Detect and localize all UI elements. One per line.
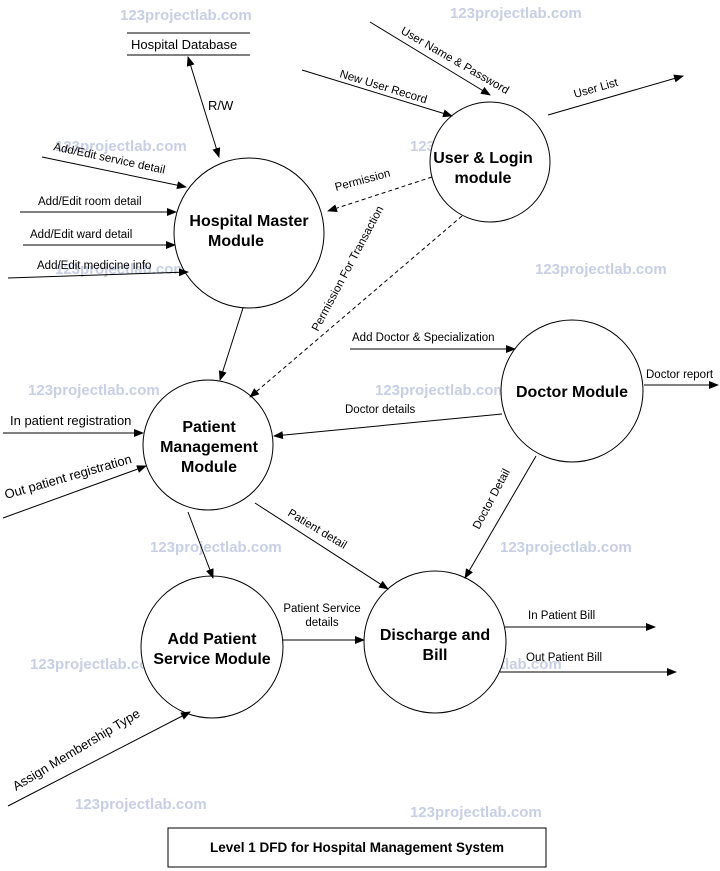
flow-out-patient-registration: Out patient registration xyxy=(3,451,147,519)
watermark: 123projectlab.com xyxy=(450,5,582,22)
flow-label: Add Doctor & Specialization xyxy=(352,332,495,344)
watermark: 123projectlab.com xyxy=(30,656,162,673)
watermark: 123projectlab.com xyxy=(28,382,160,399)
flow-label: In patient registration xyxy=(10,413,131,428)
flow-rw: R/W xyxy=(186,56,234,158)
flow-label: User List xyxy=(573,77,621,101)
process-doctor: Doctor Module xyxy=(500,319,644,463)
watermark: 123projectlab.com xyxy=(120,7,252,24)
process-patient-management: Patient Management Module xyxy=(142,379,274,511)
process-label: module xyxy=(455,170,512,187)
watermark: 123projectlab.com xyxy=(55,138,187,155)
process-discharge-bill: Discharge and Bill xyxy=(363,570,507,714)
process-label: Hospital Master xyxy=(189,213,308,230)
flow-doctor-report: Doctor report xyxy=(644,369,719,389)
flow-add-room-detail: Add/Edit room detail xyxy=(20,196,177,216)
flow-master-to-patient xyxy=(218,307,244,381)
watermark: 123projectlab.com xyxy=(410,804,542,821)
process-label: Doctor Module xyxy=(516,384,628,401)
flow-in-patient-registration: In patient registration xyxy=(3,413,144,437)
flow-label: Patient detail xyxy=(285,507,348,552)
watermark: 123projectlab.com xyxy=(150,539,282,556)
watermark: 123projectlab.com xyxy=(75,796,207,813)
flow-label: In Patient Bill xyxy=(528,610,595,622)
watermark: 123projectlab.com xyxy=(535,261,667,278)
flow-label: Add/Edit ward detail xyxy=(30,229,132,241)
flow-add-ward-detail: Add/Edit ward detail xyxy=(23,229,176,249)
process-label: Bill xyxy=(423,647,448,664)
flow-label: Doctor report xyxy=(646,369,714,381)
process-label: Patient xyxy=(182,419,236,436)
watermark: 123projectlab.com xyxy=(375,382,507,399)
flow-assign-membership: Assign Membership Type xyxy=(7,706,191,807)
flow-label: Doctor details xyxy=(345,404,416,416)
flow-label: User Name & Password xyxy=(399,25,511,97)
process-label: Module xyxy=(181,459,237,476)
process-label: Discharge and xyxy=(380,627,490,644)
flow-label: details xyxy=(305,617,338,629)
flow-doctor-details: Doctor details xyxy=(273,404,503,440)
flow-label: Out Patient Bill xyxy=(526,652,602,664)
watermark: 123projectlab.com xyxy=(500,539,632,556)
diagram-caption: Level 1 DFD for Hospital Management Syst… xyxy=(167,827,547,868)
flow-label: Add/Edit medicine info xyxy=(37,260,151,272)
flow-label: Permission xyxy=(334,168,392,194)
flow-patient-to-service xyxy=(187,511,214,579)
process-add-patient-service: Add Patient Service Module xyxy=(140,575,284,719)
flow-label: R/W xyxy=(208,98,234,113)
flow-label: Add/Edit room detail xyxy=(38,196,142,208)
flow-label: Patient Service xyxy=(283,603,360,615)
process-label: Management xyxy=(160,439,258,456)
process-label: Module xyxy=(208,233,264,250)
data-store-hospital-database: Hospital Database xyxy=(127,32,250,56)
flow-out-patient-bill: Out Patient Bill xyxy=(500,652,677,676)
flow-patient-service-details: Patient Service details xyxy=(282,603,365,644)
process-hospital-master: Hospital Master Module xyxy=(173,157,325,309)
flow-label: Assign Membership Type xyxy=(10,706,143,794)
flow-new-user-record: New User Record xyxy=(301,68,453,118)
flow-in-patient-bill: In Patient Bill xyxy=(505,610,656,631)
caption-text: Level 1 DFD for Hospital Management Syst… xyxy=(210,840,504,855)
flow-user-list: User List xyxy=(547,74,684,116)
flow-label: New User Record xyxy=(338,68,428,106)
process-label: User & Login xyxy=(433,150,533,167)
data-store-label: Hospital Database xyxy=(131,37,237,52)
watermark: 123projectlab.com xyxy=(55,261,187,278)
flow-add-doctor-specialization: Add Doctor & Specialization xyxy=(350,332,516,353)
process-label: Service Module xyxy=(153,651,270,668)
flow-permission: Permission xyxy=(327,168,433,213)
flow-add-medicine-info: Add/Edit medicine info xyxy=(7,260,189,279)
flow-label: Doctor Detail xyxy=(471,467,513,531)
process-label: Add Patient xyxy=(168,631,258,648)
flow-doctor-detail: Doctor Detail xyxy=(464,455,537,579)
process-user-login: User & Login module xyxy=(429,101,551,223)
